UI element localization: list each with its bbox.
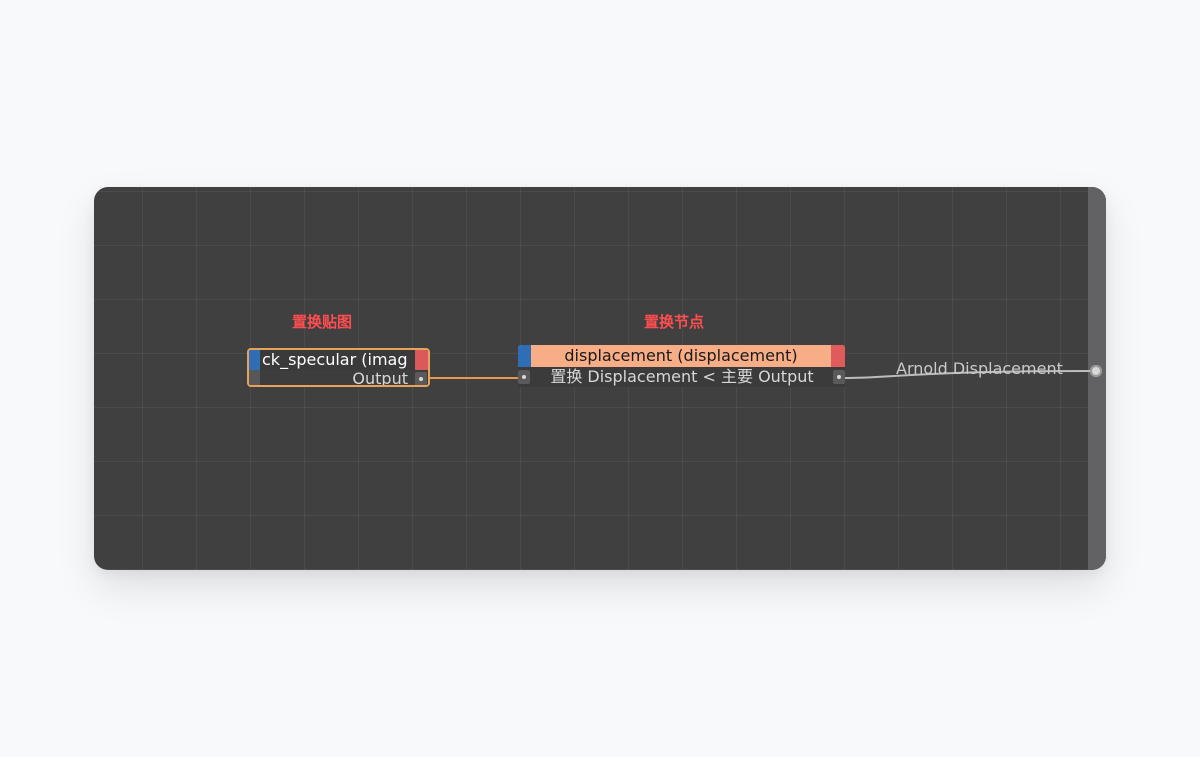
texture-node-title: ck_specular (imag [262, 350, 408, 369]
texture-node-input-stripe [249, 350, 260, 370]
displacement-node[interactable]: displacement (displacement) 置换 Displacem… [518, 345, 845, 389]
node-editor-canvas[interactable]: 置换贴图 置换节点 ck_specular (imag Output displ… [94, 187, 1106, 570]
arnold-displacement-label: Arnold Displacement [896, 359, 1063, 378]
displacement-node-header[interactable]: displacement (displacement) [518, 345, 845, 367]
displacement-output-port[interactable] [833, 370, 845, 384]
texture-node-output-row: Output [249, 369, 428, 387]
displacement-node-row-label: 置换 Displacement < 主要 Output [550, 367, 814, 386]
arnold-displacement-socket[interactable] [1090, 365, 1102, 377]
displacement-input-port[interactable] [518, 370, 530, 384]
texture-node-type-stripe [415, 350, 428, 370]
texture-node-row-gutter [249, 370, 260, 385]
displacement-node-input-stripe [518, 345, 531, 367]
texture-output-port[interactable] [415, 372, 427, 385]
displacement-node-type-stripe [831, 345, 845, 367]
node-annotation-label: 置换节点 [644, 313, 705, 331]
right-scroll-strip[interactable] [1088, 187, 1106, 570]
texture-annotation-label: 置换贴图 [292, 313, 353, 331]
texture-node[interactable]: ck_specular (imag Output [247, 348, 430, 387]
displacement-node-title: displacement (displacement) [564, 346, 798, 365]
displacement-node-row: 置换 Displacement < 主要 Output [518, 367, 845, 387]
texture-node-header[interactable]: ck_specular (imag [249, 350, 428, 370]
texture-node-output-label: Output [352, 369, 408, 387]
